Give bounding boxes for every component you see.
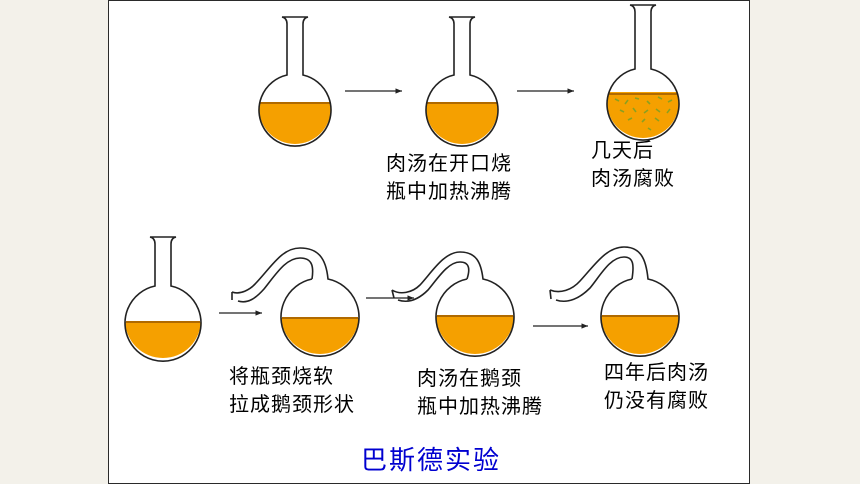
label-bottom-step1-line2: 拉成鹅颈形状 xyxy=(229,392,355,416)
spoiled-broth-flask xyxy=(606,4,680,141)
diagram-title: 巴斯德实验 xyxy=(361,446,502,476)
label-bottom-step2-line2: 瓶中加热沸腾 xyxy=(417,394,543,418)
label-bottom-step2-line1: 肉汤在鹅颈 xyxy=(417,366,522,390)
label-bottom-step2: 肉汤在鹅颈 瓶中加热沸腾 xyxy=(417,364,543,420)
label-top-step1-line1: 肉汤在开口烧 xyxy=(386,151,512,175)
label-bottom-step3-line1: 四年后肉汤 xyxy=(604,360,709,384)
label-top-step1-line2: 瓶中加热沸腾 xyxy=(386,179,512,203)
label-top-step2: 几天后 肉汤腐败 xyxy=(591,136,675,192)
unspoiled-swan-neck-flask xyxy=(549,246,680,357)
boiling-open-flask xyxy=(425,16,499,147)
slide-panel xyxy=(108,0,750,484)
swan-neck-flask-shaped xyxy=(231,247,360,357)
label-bottom-step1-line1: 将瓶颈烧软 xyxy=(229,364,334,388)
label-bottom-step3-line2: 仍没有腐败 xyxy=(604,388,709,412)
open-flask-before-bending xyxy=(124,236,202,362)
label-top-step2-line2: 肉汤腐败 xyxy=(591,166,675,190)
label-bottom-step3: 四年后肉汤 仍没有腐败 xyxy=(604,358,709,414)
label-bottom-step1: 将瓶颈烧软 拉成鹅颈形状 xyxy=(229,362,355,418)
open-flask-broth xyxy=(258,16,332,147)
boiling-swan-neck-flask xyxy=(391,251,515,357)
label-top-step1: 肉汤在开口烧 瓶中加热沸腾 xyxy=(386,149,512,205)
label-top-step2-line1: 几天后 xyxy=(591,138,654,162)
